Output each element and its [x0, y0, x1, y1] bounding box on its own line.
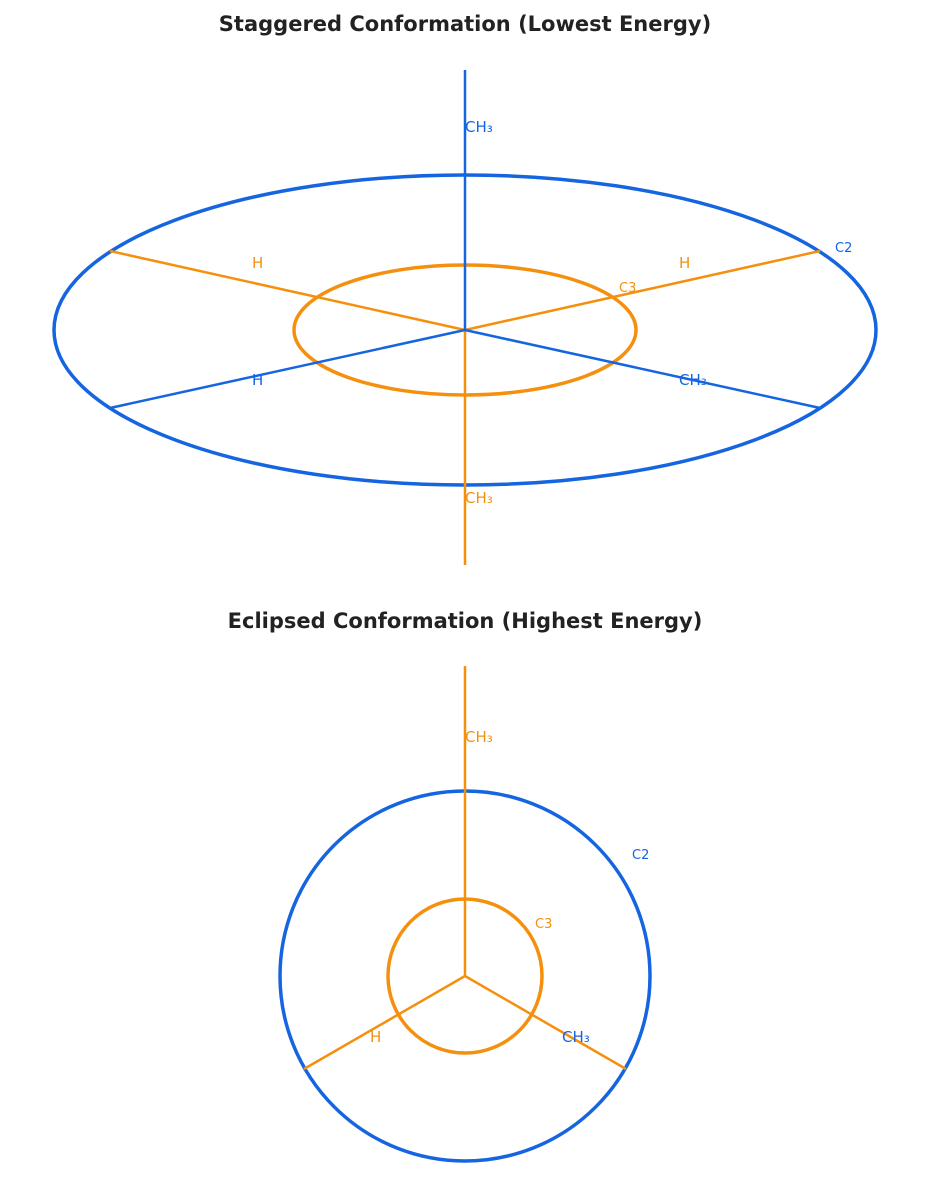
eclipsed-projection: Eclipsed Conformation (Highest Energy) C… — [228, 609, 703, 1163]
eclipsed-front-carbon-label: C2 — [632, 848, 649, 863]
staggered-front-carbon-label: C2 — [835, 241, 852, 256]
eclipsed-title: Eclipsed Conformation (Highest Energy) — [228, 609, 703, 633]
staggered-front-bond-lower-right — [464, 328, 821, 410]
eclipsed-top-label: CH₃ — [465, 728, 493, 746]
eclipsed-back-carbon-label: C3 — [535, 917, 552, 932]
staggered-title: Staggered Conformation (Lowest Energy) — [219, 12, 711, 36]
eclipsed-bond-lower-right — [464, 974, 627, 1071]
eclipsed-lower-left-label: H — [370, 1028, 381, 1046]
staggered-back-upper-right-label: H — [679, 254, 690, 272]
staggered-back-bond-upper-left — [109, 249, 466, 332]
staggered-front-top-label: CH₃ — [465, 118, 493, 136]
staggered-projection: Staggered Conformation (Lowest Energy) C… — [52, 12, 878, 565]
staggered-back-bottom-label: CH₃ — [465, 489, 493, 507]
staggered-front-lower-right-label: CH₃ — [679, 371, 707, 389]
staggered-back-carbon-label: C3 — [619, 281, 636, 296]
eclipsed-lower-right-label: CH₃ — [562, 1028, 590, 1046]
eclipsed-bond-lower-left — [303, 974, 466, 1071]
staggered-back-bond-upper-right — [464, 249, 821, 332]
staggered-back-upper-left-label: H — [252, 254, 263, 272]
staggered-front-bond-lower-left — [109, 328, 466, 410]
staggered-front-lower-left-label: H — [252, 371, 263, 389]
